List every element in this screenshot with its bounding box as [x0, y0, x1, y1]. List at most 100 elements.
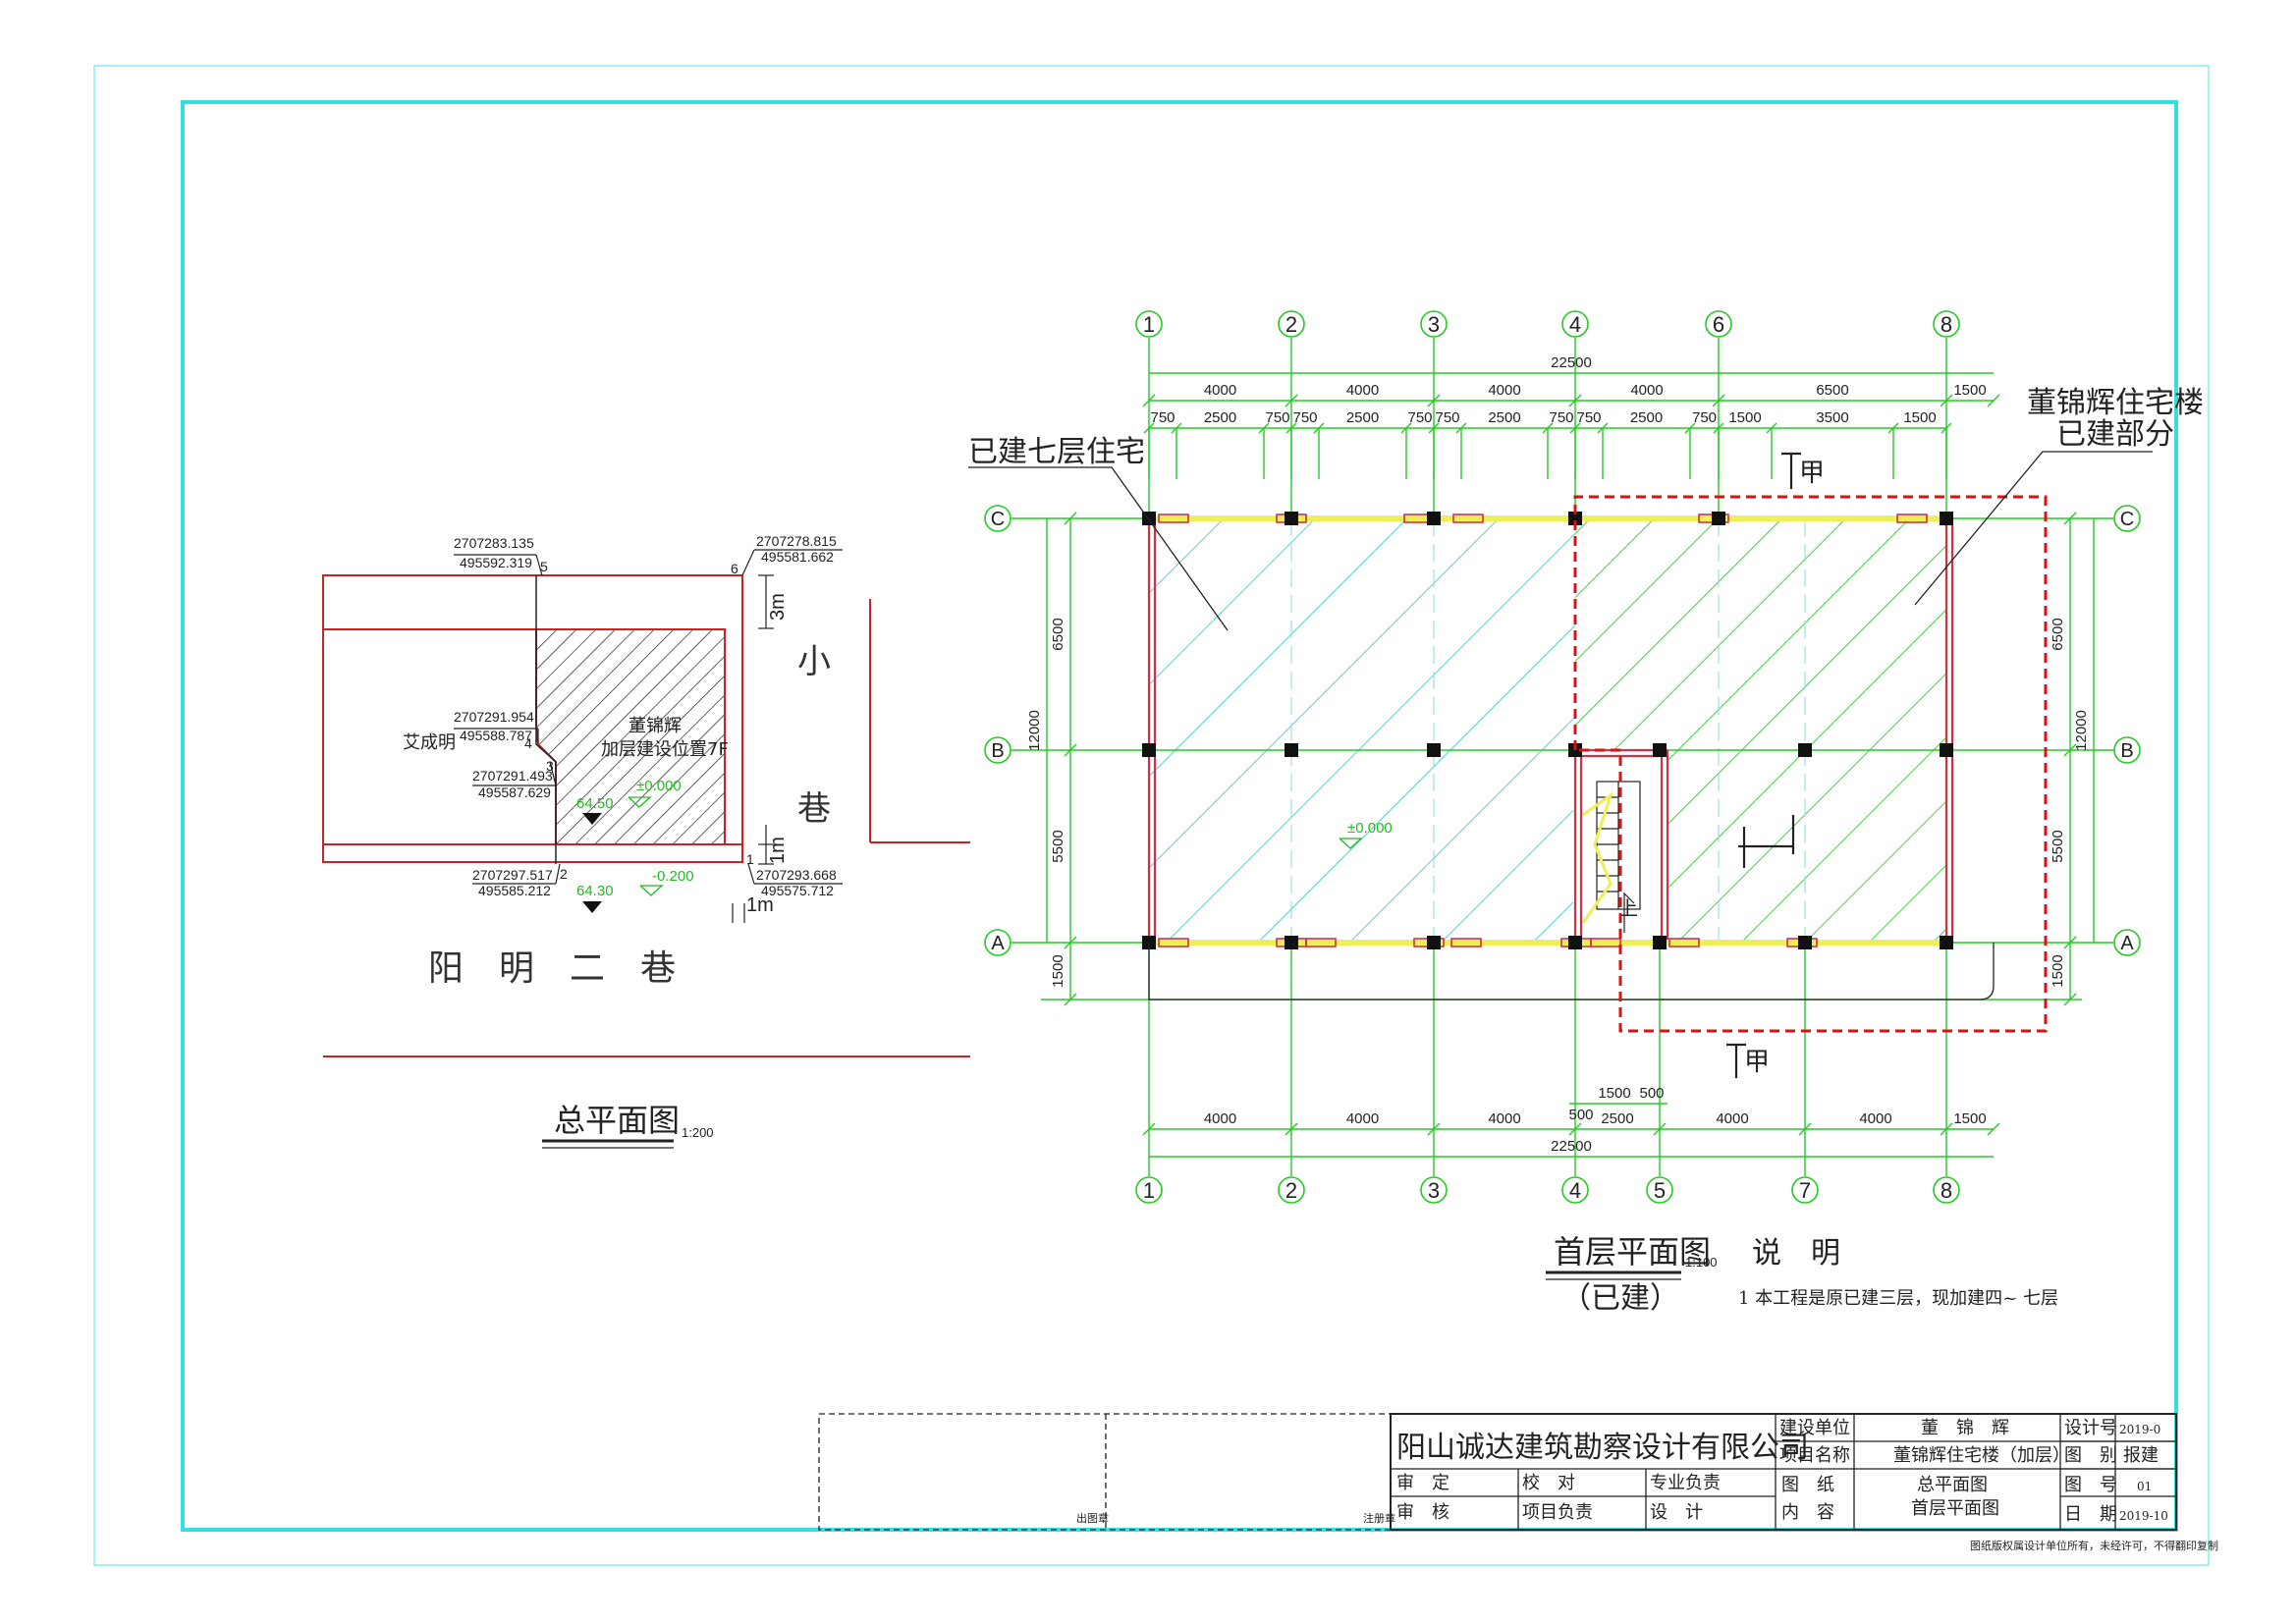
dim-top-detail: 2500 — [1630, 409, 1663, 426]
dim-side-total: 12000 — [1026, 710, 1043, 751]
dim-top-main: 4000 — [1204, 382, 1236, 399]
spot-height-2: 64.30 — [576, 883, 614, 899]
dim-side: 6500 — [2050, 618, 2066, 650]
project-value: 董锦辉住宅楼（加层） — [1893, 1445, 2070, 1466]
column — [1712, 512, 1725, 525]
design-label: 设 计 — [1650, 1502, 1703, 1523]
floor-plan-scale: 1:100 — [1685, 1255, 1718, 1270]
axis-bubble-bottom — [1791, 1176, 1819, 1204]
sheet-no-label: 图 号 — [2064, 1475, 2117, 1495]
axis-label-top: 6 — [1713, 312, 1724, 337]
axis-bubble-top — [1705, 310, 1732, 338]
axis-bubble-bottom — [1561, 1176, 1589, 1204]
axis-label-bottom: 4 — [1569, 1178, 1581, 1203]
out-stamp: 出图章 — [1076, 1511, 1109, 1525]
outer-frame — [93, 65, 2210, 1566]
axis-bubble-top — [1933, 310, 1960, 338]
dim-tick — [2063, 993, 2077, 1006]
axis-bubble-top — [1420, 310, 1448, 338]
dimension-lines — [1046, 372, 2095, 1158]
client-label: 建设单位 — [1779, 1418, 1850, 1438]
dim-top-detail: 1500 — [1728, 409, 1761, 426]
column — [1427, 512, 1441, 525]
leader-existing — [968, 466, 1229, 631]
approve-label: 审 定 — [1396, 1473, 1449, 1493]
column — [1285, 512, 1298, 525]
design-no-value: 2019-0 — [2119, 1423, 2160, 1436]
dim-top-main: 4000 — [1346, 382, 1379, 399]
dim-tick — [1987, 394, 2000, 407]
dim-side: 5500 — [2050, 830, 2066, 862]
opening — [1668, 938, 1700, 947]
column — [1798, 936, 1812, 949]
dim-tick — [2063, 512, 2077, 525]
dim-tick — [2063, 743, 2077, 757]
site-plan: 2707283.135 495592.319 2707278.815 49558… — [322, 533, 970, 1149]
dim-side-total: 12000 — [2073, 710, 2090, 751]
axis-label-bottom: 3 — [1428, 1178, 1440, 1203]
dim-top-detail: 1500 — [1903, 409, 1936, 426]
dim-top-detail: 750 — [1265, 409, 1289, 426]
notes-heading: 说 明 — [1752, 1236, 1840, 1271]
axis-bubble-bottom — [1933, 1176, 1960, 1204]
dim-top-detail: 3500 — [1816, 409, 1848, 426]
site-elev-zero: ±0.000 — [636, 778, 682, 794]
coord-3-e: 495587.629 — [478, 784, 551, 800]
coord-2-n: 2707297.517 — [472, 867, 553, 883]
review-label: 审 核 — [1396, 1502, 1449, 1523]
dim-top-detail: 750 — [1150, 409, 1175, 426]
axis-label-left: A — [991, 933, 1005, 954]
building-outline — [535, 575, 557, 864]
section-marks — [1726, 452, 1801, 1078]
coord-1-n: 2707293.668 — [756, 867, 837, 883]
column — [1940, 512, 1953, 525]
axis-label-top: 4 — [1569, 312, 1581, 337]
coord-5-n: 2707283.135 — [454, 535, 534, 551]
opening — [1158, 938, 1189, 947]
neighbor-name: 艾成明 — [403, 732, 456, 753]
drawing-value-2: 首层平面图 — [1911, 1498, 1999, 1519]
floor-plan-title: 首层平面图 — [1554, 1233, 1711, 1271]
design-no-label: 设计号 — [2064, 1418, 2117, 1438]
axis-label-bottom: 1 — [1143, 1178, 1155, 1203]
project-label: 项目名称 — [1779, 1445, 1850, 1466]
dim-tick — [1940, 394, 1953, 407]
spot-marker-1 — [582, 813, 602, 825]
drawing-label-1: 图 纸 — [1781, 1475, 1834, 1495]
dim-bottom-main: 4000 — [1859, 1110, 1891, 1127]
dim-tick — [1285, 394, 1298, 407]
dim-bottom-main: 4000 — [1346, 1110, 1379, 1127]
info-table — [1390, 1413, 2177, 1531]
dim-tick — [1987, 1122, 2000, 1136]
owner-building-hatch — [535, 628, 726, 845]
dim-bottom-small: 500 — [1568, 1107, 1593, 1123]
discipline-lead-label: 专业负责 — [1650, 1473, 1721, 1493]
dim-tick — [1940, 1122, 1953, 1136]
lane-main: 阳 明 二 巷 — [428, 948, 676, 989]
lane-small-2: 巷 — [797, 789, 831, 829]
label-owner-1: 董锦辉住宅楼 — [2027, 386, 2204, 420]
column — [1142, 743, 1156, 757]
coord-5-e: 495592.319 — [460, 555, 532, 570]
dim-tick — [1064, 743, 1077, 757]
dim-top-detail: 2500 — [1204, 409, 1236, 426]
dim-top-main: 6500 — [1816, 382, 1848, 399]
spot-height-1: 64.50 — [576, 795, 614, 812]
dim-bottom-small: 1500 — [1598, 1085, 1630, 1102]
elev-marker — [628, 796, 652, 808]
reg-stamp: 注册章 — [1363, 1511, 1395, 1525]
axis-label-bottom: 5 — [1654, 1178, 1666, 1203]
coord-6-e: 495581.662 — [761, 549, 834, 565]
dim-1m-b: 1m — [746, 894, 774, 916]
axis-label-top: 3 — [1428, 312, 1440, 337]
site-elev-minus: -0.200 — [652, 868, 694, 885]
column — [1427, 743, 1441, 757]
label-existing-7f: 已建七层住宅 — [968, 435, 1145, 469]
dim-tick — [1285, 1122, 1298, 1136]
date-value: 2019-10 — [2119, 1509, 2168, 1523]
dim-top-main: 4000 — [1488, 382, 1520, 399]
axis-bubble-left — [984, 736, 1011, 764]
dim-top-main: 1500 — [1953, 382, 1986, 399]
coord-2-e: 495585.212 — [478, 883, 551, 898]
